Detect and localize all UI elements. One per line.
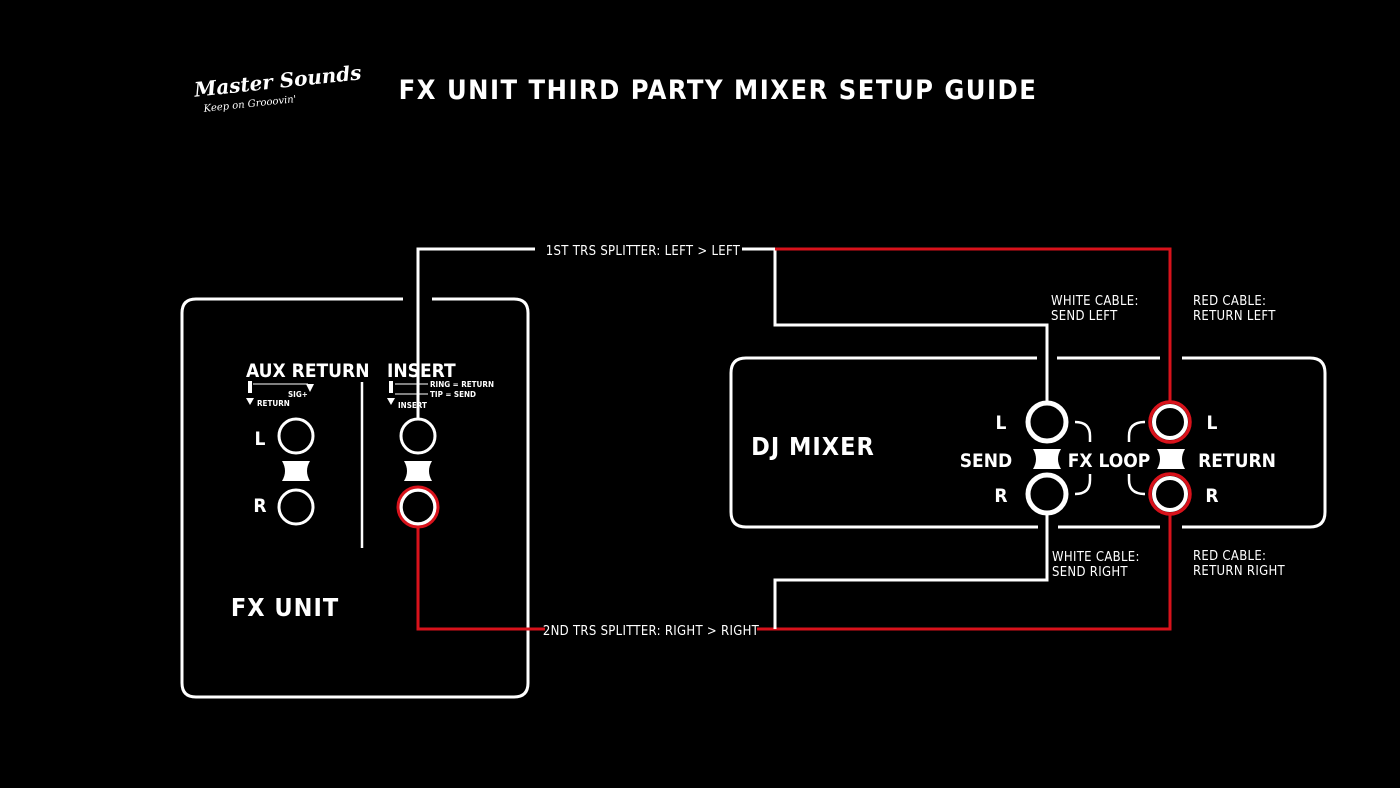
insert-heading: INSERT — [387, 360, 456, 382]
dj-mixer-outline-right — [1182, 356, 1327, 529]
send-left-letter: L — [996, 412, 1007, 434]
splitter-2-red-cable-left — [416, 527, 545, 631]
aux-return-left-jack[interactable] — [277, 417, 315, 455]
aux-stereo-link-icon — [282, 461, 310, 481]
return-arrow-icon — [246, 398, 254, 405]
aux-legend-sig: SIG+ — [288, 390, 308, 399]
send-right-callout-line1: WHITE CABLE: — [1052, 550, 1140, 565]
send-label: SEND — [960, 450, 1013, 472]
insert-legend-ring: RING = RETURN — [430, 380, 494, 389]
fx-unit-label: FX UNIT — [231, 593, 339, 622]
return-stereo-link-icon — [1157, 449, 1185, 469]
return-right-callout-line1: RED CABLE: — [1193, 549, 1266, 564]
mixer-send-right-jack[interactable] — [1025, 472, 1069, 516]
white-cable-send-left — [742, 247, 1049, 403]
send-bracket-top — [1074, 420, 1092, 442]
send-right-letter: R — [994, 485, 1007, 507]
aux-arrow-icon — [306, 384, 314, 392]
splitter-1-white-cable-left — [416, 247, 535, 419]
page-title: FX UNIT THIRD PARTY MIXER SETUP GUIDE — [399, 75, 1038, 106]
return-bracket-top — [1127, 420, 1146, 442]
splitter-1-label: 1ST TRS SPLITTER: LEFT > LEFT — [546, 244, 741, 259]
mixer-return-left-jack[interactable] — [1152, 404, 1188, 440]
insert-section: INSERT RING = RETURN TIP = SEND INSERT — [387, 360, 494, 529]
fx-unit-outline — [180, 297, 530, 699]
insert-plug-icon — [389, 381, 393, 393]
insert-right-jack[interactable] — [399, 488, 437, 526]
return-left-letter: L — [1207, 412, 1218, 434]
aux-return-heading: AUX RETURN — [246, 360, 370, 382]
fx-loop-label: FX LOOP — [1068, 450, 1151, 472]
return-label: RETURN — [1198, 450, 1276, 472]
return-left-callout-line1: RED CABLE: — [1193, 294, 1266, 309]
dj-mixer-label: DJ MIXER — [751, 432, 875, 461]
insert-stereo-link-icon — [404, 461, 432, 481]
send-right-callout-line2: SEND RIGHT — [1052, 565, 1128, 580]
insert-right-jack-red-ring — [396, 485, 440, 529]
master-sounds-logo: Master Sounds Keep on Grooovin' — [192, 60, 363, 115]
mixer-send-left-jack[interactable] — [1025, 400, 1069, 444]
aux-left-label: L — [255, 428, 266, 450]
red-cable-return-right — [757, 514, 1172, 631]
insert-left-jack[interactable] — [399, 417, 437, 455]
insert-arrow-icon — [387, 398, 395, 405]
mixer-return-right-jack[interactable] — [1152, 476, 1188, 512]
send-stereo-link-icon — [1033, 449, 1061, 469]
return-left-callout-line2: RETURN LEFT — [1193, 309, 1276, 324]
insert-legend-tip: TIP = SEND — [430, 390, 476, 399]
mixer-fx-loop: L R SEND FX LOOP L R RETURN — [960, 400, 1276, 516]
aux-right-label: R — [253, 495, 266, 517]
insert-legend-insert: INSERT — [398, 401, 427, 410]
aux-plug-icon — [248, 381, 252, 393]
aux-return-right-jack[interactable] — [277, 488, 315, 526]
send-left-callout-line1: WHITE CABLE: — [1051, 294, 1139, 309]
splitter-2-label: 2ND TRS SPLITTER: RIGHT > RIGHT — [543, 624, 760, 639]
send-bracket-bottom — [1074, 474, 1092, 496]
return-right-letter: R — [1205, 485, 1218, 507]
red-cable-return-left — [775, 247, 1172, 402]
send-left-callout-line2: SEND LEFT — [1051, 309, 1118, 324]
return-right-callout-line2: RETURN RIGHT — [1193, 564, 1286, 579]
dj-mixer-outline-left — [729, 356, 1038, 529]
white-cable-send-right — [773, 513, 1049, 629]
return-bracket-bottom — [1127, 474, 1146, 496]
aux-legend-return: RETURN — [257, 399, 290, 408]
aux-return-section: AUX RETURN SIG+ RETURN L R — [246, 360, 370, 526]
